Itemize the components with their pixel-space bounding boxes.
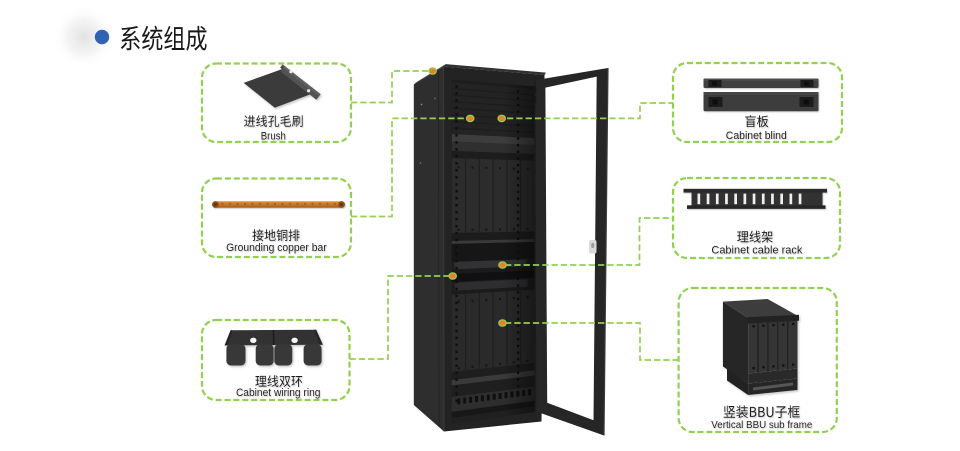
svg-text:Vertical BBU sub frame: Vertical BBU sub frame xyxy=(711,419,812,431)
svg-text:Brush: Brush xyxy=(261,131,286,143)
svg-text:Cabinet wiring ring: Cabinet wiring ring xyxy=(236,387,321,399)
svg-text:Grounding copper bar: Grounding copper bar xyxy=(226,242,327,254)
svg-text:Cabinet cable rack: Cabinet cable rack xyxy=(711,245,802,257)
svg-text:Cabinet blind: Cabinet blind xyxy=(726,130,787,142)
